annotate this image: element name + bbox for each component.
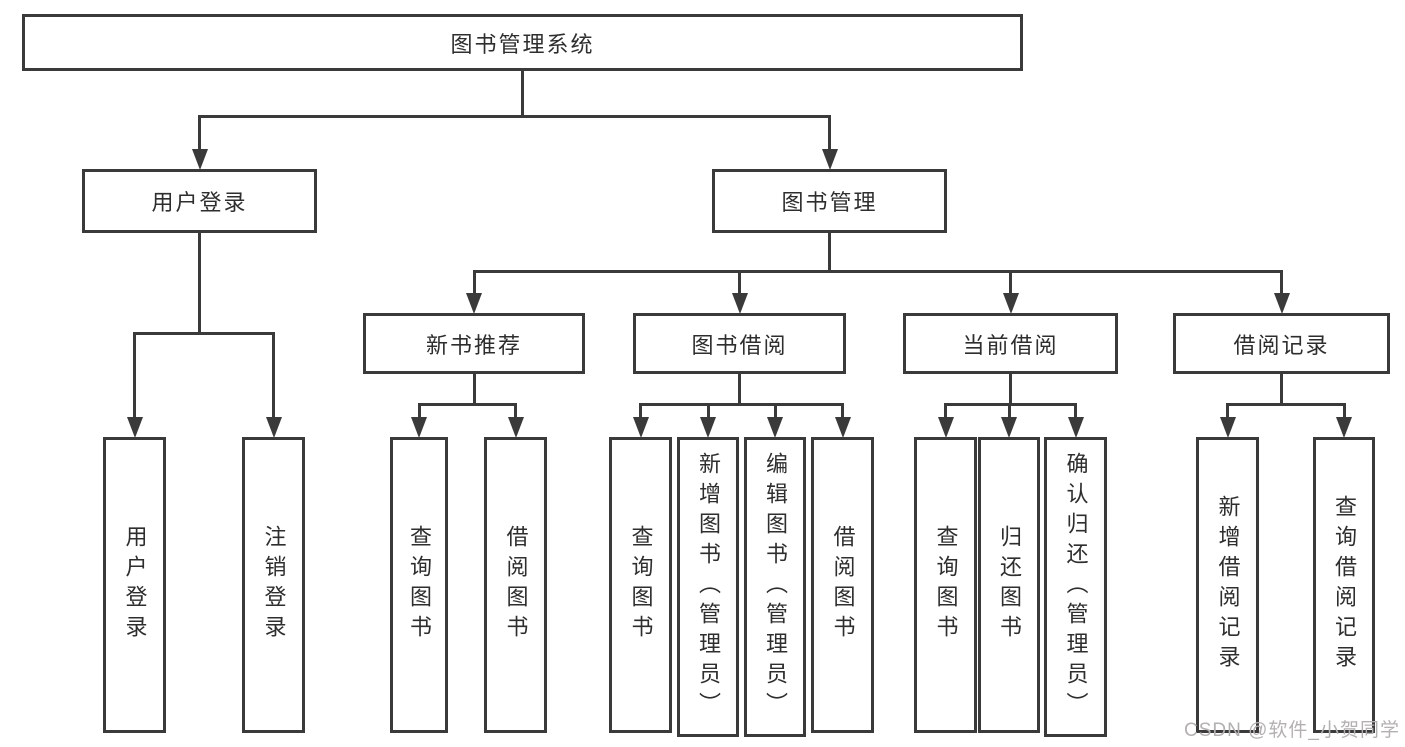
connector-drop	[1226, 403, 1229, 419]
node-b8: 借阅图书	[811, 437, 874, 733]
connector-arrowhead-icon	[411, 417, 427, 438]
connector-arrowhead-icon	[1273, 293, 1290, 314]
node-root: 图书管理系统	[22, 14, 1023, 71]
connector-arrowhead-icon	[834, 417, 851, 438]
node-b11: 确认归还（管理员）	[1044, 437, 1107, 737]
connector-arrowhead-icon	[1219, 417, 1236, 438]
connector-arrowhead-icon	[731, 293, 748, 314]
node-b12: 新增借阅记录	[1196, 437, 1259, 733]
connector-bus	[1226, 403, 1346, 406]
connector-arrowhead-icon	[767, 417, 783, 438]
connector-drop	[706, 403, 710, 419]
node-r3: 当前借阅	[903, 313, 1118, 374]
watermark-text: CSDN @软件_小贺同学	[1184, 720, 1400, 741]
connector-stem	[1280, 374, 1283, 406]
node-r2: 图书借阅	[633, 313, 846, 374]
node-b10: 归还图书	[978, 437, 1040, 733]
connector-drop	[1074, 403, 1077, 419]
connector-arrowhead-icon	[126, 417, 143, 438]
connector-bus	[472, 270, 1283, 273]
node-login: 用户登录	[82, 169, 317, 233]
connector-bus	[417, 403, 517, 406]
connector-drop	[841, 403, 844, 419]
node-b9: 查询图书	[914, 437, 977, 733]
connector-drop	[944, 403, 947, 419]
connector-drop	[1280, 270, 1283, 295]
node-b13: 查询借阅记录	[1313, 437, 1375, 733]
connector-drop	[773, 403, 777, 419]
connector-drop	[514, 403, 517, 419]
connector-arrowhead-icon	[700, 417, 716, 438]
node-r4: 借阅记录	[1173, 313, 1390, 374]
connector-bus	[944, 403, 1077, 406]
connector-arrowhead-icon	[191, 149, 208, 170]
connector-drop	[133, 332, 136, 419]
connector-arrowhead-icon	[466, 293, 482, 314]
connector-drop	[1009, 270, 1012, 295]
connector-arrowhead-icon	[1001, 417, 1017, 438]
node-b7: 编辑图书（管理员）	[744, 437, 806, 737]
node-b5: 查询图书	[609, 437, 672, 733]
node-mgmt: 图书管理	[712, 169, 947, 233]
node-b1: 用户登录	[103, 437, 166, 733]
node-r1: 新书推荐	[363, 313, 585, 374]
connector-drop	[639, 403, 642, 419]
connector-drop	[1342, 403, 1346, 419]
connector-drop	[738, 270, 741, 295]
connector-arrowhead-icon	[821, 149, 838, 170]
connector-drop	[828, 115, 831, 151]
node-b2: 注销登录	[242, 437, 305, 733]
connector-drop	[472, 270, 476, 295]
connector-arrowhead-icon	[1336, 417, 1352, 438]
connector-bus	[198, 115, 831, 118]
connector-arrowhead-icon	[1002, 293, 1019, 314]
connector-drop	[272, 332, 275, 419]
connector-stem	[472, 374, 476, 406]
connector-stem	[738, 374, 741, 406]
connector-arrowhead-icon	[632, 417, 649, 438]
connector-bus	[133, 332, 275, 335]
connector-drop	[198, 115, 201, 151]
node-b3: 查询图书	[390, 437, 448, 733]
connector-arrowhead-icon	[265, 417, 282, 438]
connector-arrowhead-icon	[937, 417, 954, 438]
connector-drop	[1007, 403, 1011, 419]
connector-arrowhead-icon	[1067, 417, 1084, 438]
connector-stem	[198, 233, 201, 335]
node-b4: 借阅图书	[484, 437, 547, 733]
connector-stem	[1009, 374, 1012, 406]
connector-stem	[521, 71, 524, 118]
connector-arrowhead-icon	[507, 417, 524, 438]
connector-stem	[828, 233, 831, 273]
connector-drop	[417, 403, 421, 419]
node-b6: 新增图书（管理员）	[677, 437, 739, 737]
connector-bus	[639, 403, 844, 406]
